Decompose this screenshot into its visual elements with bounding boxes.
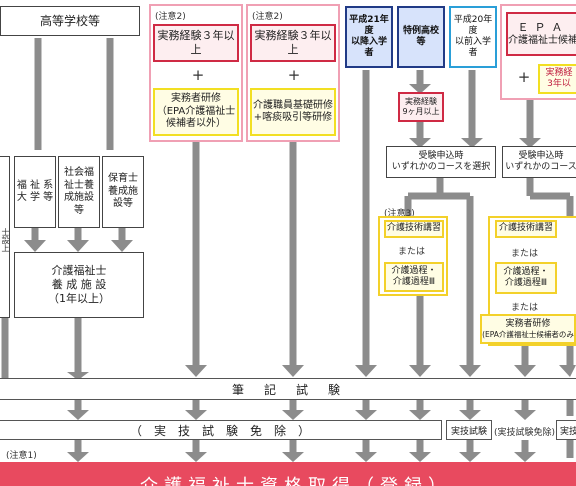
apply-a-line2: いずれかのコースを選択 <box>391 162 491 172</box>
practical-exemption-label: （ 実 技 試 験 免 除 ） <box>129 423 310 438</box>
experience-box-a: 実務経験３年以上 <box>153 24 239 62</box>
process-b-line1: 介護過程・ <box>503 266 549 277</box>
or-label-a: または <box>398 247 426 257</box>
written-exam-label: 筆 記 試 験 <box>231 382 344 397</box>
special-experience-box: 実務経験 9ヶ月以上 <box>398 92 444 122</box>
training-b-line2: +喀痰吸引等研修 <box>253 112 333 123</box>
social-worker-facility-label: 社会福祉士養成施設等 <box>64 167 94 216</box>
or-label-c: または <box>511 303 539 313</box>
training-a-line3: 候補者以外） <box>166 118 226 130</box>
written-exam-bar: 筆 記 試 験 <box>0 378 576 400</box>
epa-exp-line1: 実務経 <box>545 67 573 78</box>
epa-practitioner-line1: 実務者研修 <box>505 318 551 329</box>
course-select-box-b: 受験申込時 いずれかのコース <box>502 146 576 178</box>
practitioner-training-box: 実務者研修 （EPA介護福祉士 候補者以外） <box>153 88 239 136</box>
process-b-line2: 介護過程Ⅲ <box>504 278 548 288</box>
care-process-course-b: 介護過程・ 介護過程Ⅲ <box>495 262 557 294</box>
h20-line1: 平成20年度 <box>453 14 493 36</box>
practical-exam-box: 実技試験 <box>446 420 492 440</box>
high-school-box: 高等学校等 <box>0 6 140 36</box>
nursery-facility-label: 保育士養成施設等 <box>108 173 138 210</box>
process-a-line2: 介護過程Ⅲ <box>392 277 436 287</box>
training-a-line1: 実務者研修 <box>171 93 221 105</box>
basic-training-box: 介護職員基礎研修 +喀痰吸引等研修 <box>250 88 336 136</box>
or-label-b: または <box>511 249 539 259</box>
skill-course-b-label: 介護技術講習 <box>498 223 553 234</box>
welfare-univ-line1: 福 祉 系 <box>16 179 54 191</box>
plus-sign-b: + <box>287 66 301 84</box>
plus-sign-epa: + <box>517 68 531 86</box>
qualification-banner: 介護福祉士資格取得（登録） <box>0 462 576 486</box>
epa-title: ＥＰＡ <box>517 20 569 34</box>
special-high-school-box: 特例高校等 <box>397 6 445 68</box>
note3-label: (注意3) <box>384 209 415 219</box>
nursery-facility-box: 保育士養成施設等 <box>102 156 144 228</box>
training-b-line1: 介護職員基礎研修 <box>253 99 333 111</box>
facility-line2: 養 成 施 設 <box>51 278 107 292</box>
plus-sign-a: + <box>191 66 205 84</box>
qualification-banner-text: 介護福祉士資格取得（登録） <box>140 472 452 486</box>
apply-b-line1: 受験申込時 <box>518 150 564 161</box>
care-skill-course-a: 介護技術講習 <box>384 220 444 238</box>
apply-a-line1: 受験申込時 <box>418 150 464 161</box>
note2-label-b: (注意2) <box>252 12 283 22</box>
note1-label: (注意1) <box>6 451 37 461</box>
experience-text-b: 実務経験３年以上 <box>254 29 332 56</box>
apply-b-line2: いずれかのコース <box>505 162 576 172</box>
training-a-line2: （EPA介護福祉士 <box>156 105 236 117</box>
epa-experience-box: 実務経 3年以 <box>538 64 576 94</box>
practical-exam-box-cut: 実技 <box>556 420 576 440</box>
welfare-university-box: 福 祉 系 大 学 等 <box>14 156 56 228</box>
special-exp-line1: 実務経験 <box>405 97 437 106</box>
facility-line3: （1年以上） <box>48 291 110 305</box>
left-edge-box <box>0 156 10 318</box>
h21-line2: 以降入学者 <box>350 37 387 59</box>
epa-exp-line2: 3年以 <box>547 79 571 89</box>
note2-label-a: (注意2) <box>155 12 186 22</box>
practical-exam-label: 実技試験 <box>450 426 487 437</box>
epa-practitioner-training-box: 実務者研修 (EPA介護福祉士候補者のみ <box>480 314 576 344</box>
left-edge-text: 士設上 <box>1 228 10 252</box>
welfare-univ-line2: 大 学 等 <box>16 192 54 203</box>
social-worker-facility-box: 社会福祉士養成施設等 <box>58 156 100 228</box>
practical-exam-cut-label: 実技 <box>560 426 576 437</box>
course-select-box-a: 受験申込時 いずれかのコースを選択 <box>386 146 496 178</box>
experience-text-a: 実務経験３年以上 <box>157 29 235 56</box>
care-skill-course-b: 介護技術講習 <box>495 220 557 238</box>
high-school-label: 高等学校等 <box>39 13 100 28</box>
practical-exemption-small: (実技試験免除) <box>494 428 556 438</box>
skill-course-a-label: 介護技術講習 <box>386 223 441 234</box>
care-process-course-a: 介護過程・ 介護過程Ⅲ <box>384 262 444 292</box>
epa-candidate-box: ＥＰＡ 介護福祉士候補 <box>506 12 576 56</box>
experience-box-b: 実務経験３年以上 <box>250 24 336 62</box>
epa-practitioner-line2: (EPA介護福祉士候補者のみ <box>482 329 574 339</box>
h21-entrant-box: 平成21年度 以降入学者 <box>345 6 393 68</box>
h20-line2: 以前入学者 <box>454 37 491 59</box>
h21-line1: 平成21年度 <box>349 14 389 36</box>
special-high-school-label: 特例高校等 <box>402 25 439 47</box>
special-exp-line2: 9ヶ月以上 <box>402 107 440 116</box>
facility-line1: 介護福祉士 <box>51 264 107 278</box>
practical-exemption-bar: （ 実 技 試 験 免 除 ） <box>0 420 442 440</box>
care-worker-facility-box: 介護福祉士 養 成 施 設 （1年以上） <box>14 252 144 318</box>
process-a-line1: 介護過程・ <box>391 265 437 276</box>
h20-entrant-box: 平成20年度 以前入学者 <box>449 6 497 68</box>
epa-subtitle: 介護福祉士候補 <box>508 34 576 46</box>
